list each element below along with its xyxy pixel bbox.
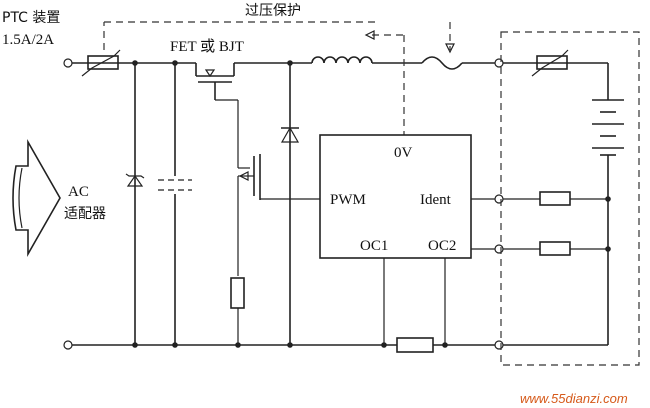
junction-dot xyxy=(132,60,138,66)
pin-oc2-label: OC2 xyxy=(428,238,456,254)
pin-pwm-label: PWM xyxy=(330,192,366,208)
sense-resistor xyxy=(396,337,434,353)
overvoltage-protection-link xyxy=(103,21,455,135)
inductor xyxy=(311,56,373,64)
input-terminal-top xyxy=(63,58,73,68)
ptc-thermistor-input xyxy=(81,49,121,77)
junction-dot xyxy=(235,342,241,348)
battery-pack-terminals xyxy=(494,58,504,350)
junction-dot xyxy=(172,60,178,66)
controller-ic xyxy=(319,134,472,259)
series-pass-transistor xyxy=(195,63,250,169)
junction-dot xyxy=(172,342,178,348)
pin-0v-label: 0V xyxy=(394,145,413,161)
ptc-device-label: PTC 装置 xyxy=(2,10,60,26)
overvoltage-protection-label: 过压保护 xyxy=(245,3,301,19)
ptc-rating-label: 1.5A/2A xyxy=(2,32,54,48)
junction-dot xyxy=(132,342,138,348)
input-terminal-bottom xyxy=(63,340,73,350)
junction-dot xyxy=(381,342,387,348)
pin-oc1-label: OC1 xyxy=(360,238,388,254)
driver-transistor xyxy=(237,154,320,276)
fuse xyxy=(421,56,463,70)
pin-ident-label: Ident xyxy=(420,192,452,208)
input-capacitor xyxy=(158,63,192,345)
junction-dot xyxy=(605,246,611,252)
ac-label: AC xyxy=(68,184,89,200)
junction-dot xyxy=(287,342,293,348)
junction-dot xyxy=(442,342,448,348)
switch-type-label: FET 或 BJT xyxy=(170,38,244,55)
ac-adapter-arrow-icon xyxy=(12,138,61,258)
watermark: www.55dianzi.com xyxy=(520,391,628,406)
freewheel-diode xyxy=(280,63,300,345)
junction-dot xyxy=(287,60,293,66)
battery-pack-outline xyxy=(500,31,640,366)
input-zener-diode xyxy=(125,63,145,345)
junction-dot xyxy=(605,196,611,202)
adapter-label: 适配器 xyxy=(64,206,106,222)
emitter-resistor xyxy=(230,277,245,345)
